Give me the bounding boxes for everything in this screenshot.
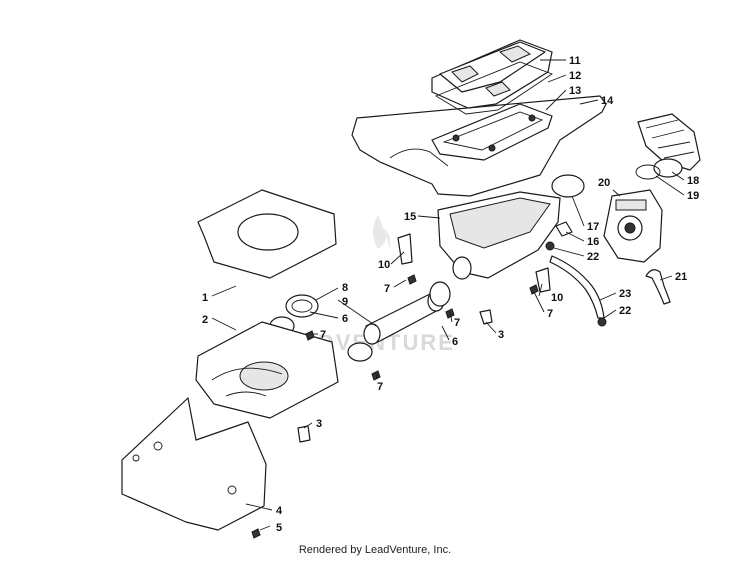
callout-9: 9 [342, 296, 348, 308]
screw-5 [251, 528, 261, 539]
grommet [479, 309, 493, 325]
intake-boot [637, 113, 701, 178]
lower-airbox [195, 321, 339, 419]
heat-shield [121, 397, 267, 531]
callout-21: 21 [675, 271, 687, 283]
callout-11: 11 [569, 55, 581, 67]
callout-19: 19 [687, 190, 699, 202]
vent-hose [645, 269, 671, 305]
filter-element [431, 103, 553, 161]
callout-3-b: 3 [498, 329, 504, 341]
hose-clamp [551, 174, 585, 198]
callout-10: 10 [378, 259, 390, 271]
hose-clamp-small-b [545, 241, 555, 251]
callout-18: 18 [687, 175, 699, 187]
callout-1: 1 [202, 292, 208, 304]
callout-7-d: 7 [384, 283, 390, 295]
callout-7-e: 7 [547, 308, 553, 320]
callout-22-b: 22 [619, 305, 631, 317]
hose-clamp-small [597, 317, 607, 327]
callout-17: 17 [587, 221, 599, 233]
mounting-bracket-b [535, 267, 551, 293]
boot-clamp [635, 164, 661, 180]
duct-coupler [285, 294, 319, 318]
callout-23: 23 [619, 288, 631, 300]
airbox-housing [437, 191, 561, 280]
callout-7: 7 [320, 329, 326, 341]
mounting-bracket [397, 233, 413, 265]
footer-credit: Rendered by LeadVenture, Inc. [298, 544, 452, 556]
adapter-plate [197, 189, 337, 279]
callout-labels: 1 2 3 3 4 5 6 6 7 7 7 7 7 8 9 10 10 11 1… [202, 55, 699, 534]
callout-16: 16 [587, 236, 599, 248]
callout-2: 2 [202, 314, 208, 326]
drain-hose [549, 255, 605, 319]
callout-8: 8 [342, 282, 348, 294]
callout-7-b: 7 [454, 317, 460, 329]
leader-lines [211, 59, 685, 531]
duct-clamp-b [347, 342, 373, 362]
duct-clamp [429, 281, 451, 307]
callout-4: 4 [276, 505, 283, 517]
airbox-lid [431, 39, 553, 109]
callout-10-b: 10 [551, 292, 563, 304]
callout-5: 5 [276, 522, 282, 534]
callout-22: 22 [587, 251, 599, 263]
callout-6: 6 [342, 313, 348, 325]
callout-15: 15 [404, 211, 416, 223]
callout-6-b: 6 [452, 336, 458, 348]
callout-7-c: 7 [377, 381, 383, 393]
screw [305, 274, 539, 381]
callout-20: 20 [598, 177, 610, 189]
carburetor [603, 189, 663, 263]
callout-12: 12 [569, 70, 581, 82]
callout-14: 14 [601, 95, 614, 107]
callout-13: 13 [569, 85, 581, 97]
lid-seal [434, 61, 553, 115]
grommet-b [297, 425, 311, 443]
callout-3: 3 [316, 418, 322, 430]
